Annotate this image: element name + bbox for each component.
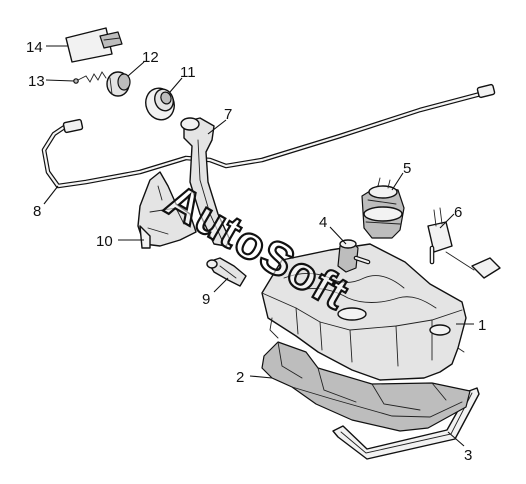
leader-11	[169, 77, 183, 93]
part-6-level-sensor	[427, 207, 501, 279]
callout-14: 14	[26, 39, 43, 56]
callout-6: 6	[454, 204, 462, 221]
part-7-filler-hose	[180, 117, 231, 247]
leader-9	[213, 277, 229, 293]
callout-8: 8	[33, 203, 41, 220]
watermark-text: AutoSoft	[157, 174, 358, 320]
leader-3	[447, 431, 465, 447]
part-10-canister-bracket	[137, 171, 197, 249]
part-14-fuel-flap	[65, 27, 123, 63]
part-12-fuel-cap	[106, 71, 131, 97]
leader-4	[329, 226, 347, 245]
part-11-grommet	[145, 87, 175, 121]
leader-2	[249, 375, 273, 379]
leader-13	[45, 79, 75, 82]
callout-9: 9	[202, 291, 210, 308]
part-13-spring	[73, 71, 107, 84]
callout-12: 12	[142, 49, 159, 66]
callout-5: 5	[403, 160, 411, 177]
callout-13: 13	[28, 73, 45, 90]
callout-4: 4	[319, 214, 327, 231]
callout-11: 11	[180, 64, 196, 81]
callout-10: 10	[96, 233, 113, 250]
part-3-tank-strap	[332, 387, 480, 460]
leader-lines	[43, 45, 474, 447]
part-8-fuel-line	[41, 83, 496, 189]
callout-3: 3	[464, 447, 472, 464]
leader-6	[439, 213, 455, 229]
callout-7: 7	[224, 106, 232, 123]
callout-labels: 1 2 3 4 5 6 7 8 9 10 11 12 13 14	[26, 39, 486, 464]
leader-7	[207, 119, 227, 135]
part-5-fuel-pump	[361, 177, 405, 239]
part-4-tank-sender	[337, 239, 371, 273]
leader-5	[391, 172, 404, 191]
callout-2: 2	[236, 369, 244, 386]
part-9-small-hose	[206, 257, 247, 287]
part-1-fuel-tank	[261, 243, 467, 381]
leader-12	[127, 61, 145, 77]
callout-1: 1	[478, 317, 486, 334]
leader-8	[43, 185, 59, 205]
part-2-heat-shield	[261, 341, 471, 432]
